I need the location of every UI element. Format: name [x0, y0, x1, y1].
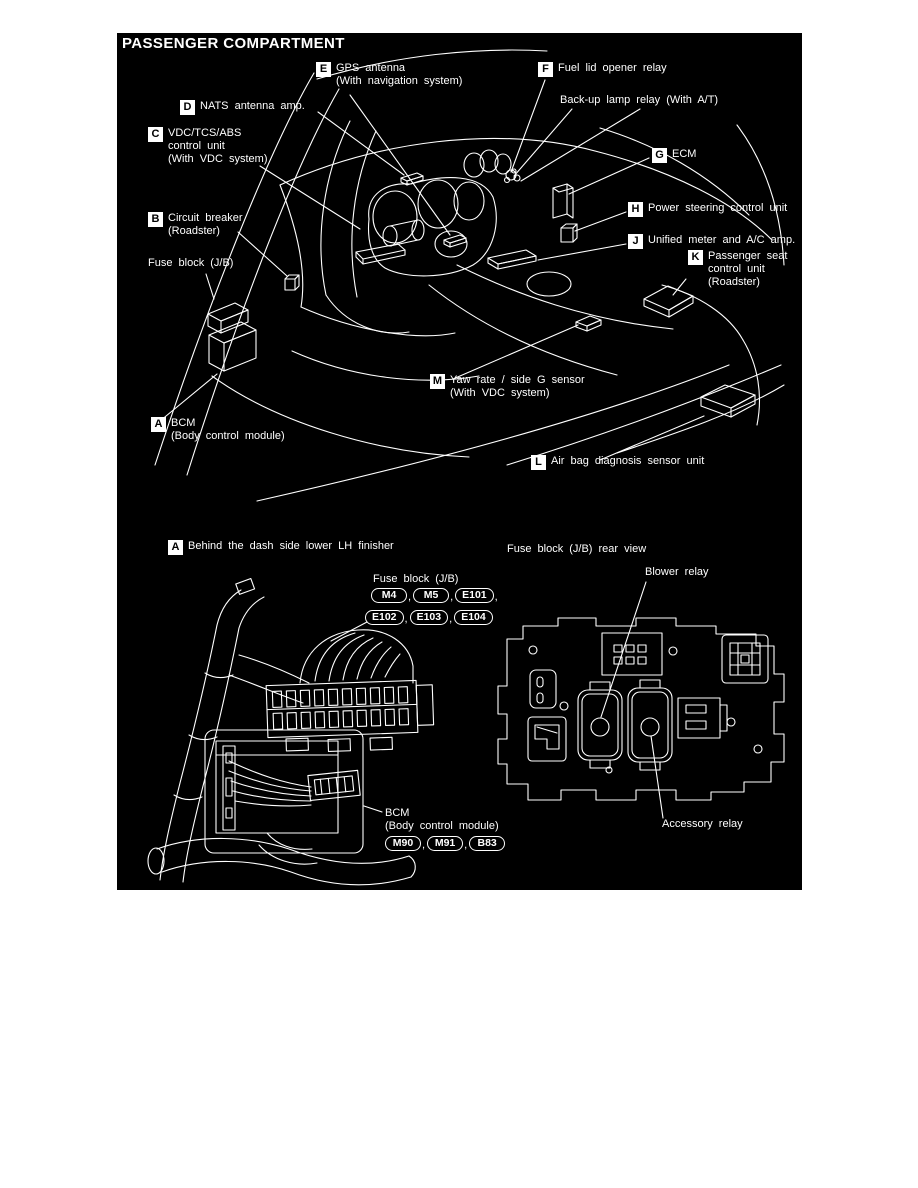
- callout-ecm: G ECM: [652, 148, 696, 163]
- label-fuse-block-jb: Fuse block (J/B): [373, 573, 459, 585]
- rear-view-title: Fuse block (J/B) rear view: [507, 543, 647, 555]
- callout-airbag-diagnosis-unit: L Air bag diagnosis sensor unit: [531, 455, 704, 470]
- connector-b83: B83: [469, 836, 506, 851]
- callout-letter-c: C: [148, 127, 163, 142]
- power-steering-unit-box: [560, 223, 578, 243]
- callout-nats-antenna-amp: D NATS antenna amp.: [180, 100, 305, 115]
- nats-antenna-amp-box: [400, 172, 424, 186]
- connector-m5: M5: [413, 587, 450, 603]
- ecm-box: [552, 183, 574, 219]
- bcm-sublabel: (Body control module): [385, 820, 499, 832]
- callout-yaw-rate-sensor: M Yaw rate / side G sensor(With VDC syst…: [430, 374, 585, 400]
- callout-letter-m: M: [430, 374, 445, 389]
- callout-gps-antenna: E GPS antenna(With navigation system): [316, 62, 462, 88]
- yaw-rate-sensor-box: [575, 315, 602, 332]
- label-fuse-block: Fuse block (J/B): [148, 257, 234, 269]
- section-a-letter: A: [168, 540, 183, 555]
- callout-letter-j: J: [628, 234, 643, 249]
- page-title: PASSENGER COMPARTMENT: [122, 35, 345, 52]
- label-backup-lamp-relay: Back-up lamp relay (With A/T): [560, 94, 719, 106]
- bcm-label: BCM: [385, 807, 410, 819]
- callout-letter-l: L: [531, 455, 546, 470]
- connector-e104: E104: [454, 609, 493, 625]
- accessory-relay-socket: [627, 679, 673, 771]
- connector-e103: E103: [409, 609, 449, 625]
- connector-m90: M90: [385, 836, 421, 851]
- connector-m4: M4: [371, 587, 407, 603]
- circuit-breaker-box: [284, 274, 300, 291]
- passenger-seat-unit-box: [643, 285, 694, 318]
- callout-bcm: A BCM(Body control module): [151, 417, 285, 443]
- fuse-block-connectors-row1: M4, M5, E101,: [371, 587, 500, 603]
- label-accessory-relay: Accessory relay: [662, 818, 743, 830]
- bcm-fuse-block-figure: [147, 578, 435, 886]
- callout-letter-a: A: [151, 417, 166, 432]
- callout-unified-meter: J Unified meter and A/C amp.: [628, 234, 795, 249]
- gps-antenna-box: [443, 234, 467, 248]
- fuse-block-rear-view-figure: [497, 581, 785, 819]
- connector-e102: E102: [365, 609, 404, 625]
- callout-letter-f: F: [538, 62, 553, 77]
- callout-power-steering-unit: H Power steering control unit: [628, 202, 787, 217]
- blower-relay-socket: [577, 681, 623, 769]
- label-blower-relay: Blower relay: [645, 566, 709, 578]
- section-a-header: A Behind the dash side lower LH finisher: [168, 540, 394, 555]
- callout-letter-h: H: [628, 202, 643, 217]
- callout-letter-k: K: [688, 250, 703, 265]
- callout-letter-d: D: [180, 100, 195, 115]
- connector-e101: E101: [455, 587, 494, 603]
- line-art: [147, 49, 785, 886]
- dashboard-illustration: [154, 49, 785, 502]
- callout-letter-b: B: [148, 212, 163, 227]
- callout-letter-e: E: [316, 62, 331, 77]
- connector-m91: M91: [427, 836, 464, 851]
- bcm-label-block: BCM (Body control module) M90, M91, B83: [385, 807, 506, 852]
- component-location-diagram: PASSENGER COMPARTMENT E GPS antenna(With…: [117, 33, 802, 890]
- unified-meter-box: [487, 249, 537, 270]
- fuse-block-connectors-row2: E102, E103, E104: [365, 609, 493, 625]
- callout-circuit-breaker: B Circuit breaker(Roadster): [148, 212, 243, 238]
- leader-lines: [159, 79, 705, 461]
- fuse-block-boxes: [207, 302, 257, 372]
- airbag-diagnosis-unit-box: [700, 384, 756, 418]
- bcm-connectors-row: M90, M91, B83: [385, 835, 506, 852]
- callout-fuel-lid-opener-relay: F Fuel lid opener relay: [538, 62, 667, 77]
- callout-letter-g: G: [652, 148, 667, 163]
